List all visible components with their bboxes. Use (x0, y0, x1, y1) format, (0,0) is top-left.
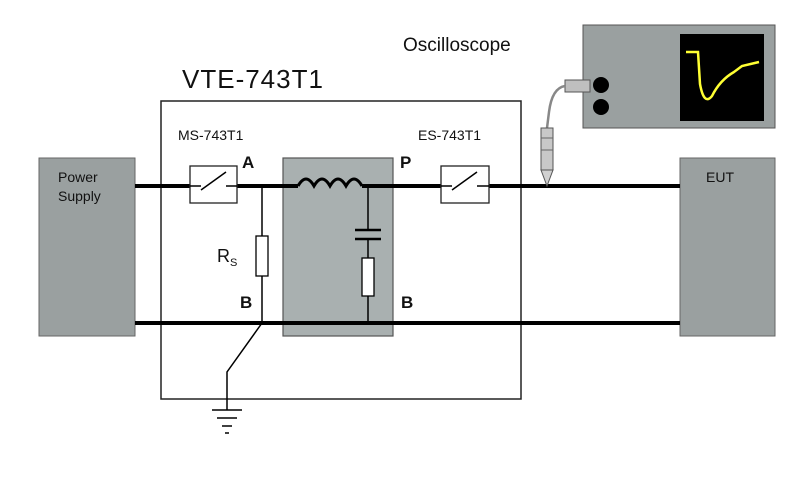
probe-tip (540, 169, 554, 188)
power-supply-label-line1: Power (58, 169, 98, 185)
probe-body (540, 127, 554, 171)
rs-subscript: S (230, 257, 237, 269)
filter-resistor (361, 257, 375, 297)
oscilloscope-trace (686, 50, 760, 101)
switch-ms-label: MS-743T1 (178, 127, 244, 143)
switch-ms-body (189, 165, 238, 204)
node-p-label: P (400, 153, 411, 172)
inductor-coil (296, 177, 364, 190)
ground-wire (226, 322, 263, 410)
eut-box (679, 157, 776, 337)
probe-connector (564, 79, 591, 93)
power-supply-label-line2: Supply (58, 188, 101, 204)
node-b-right-label: B (401, 293, 413, 312)
diagram-title: VTE-743T1 (182, 64, 324, 94)
switch-es-blade (451, 171, 478, 191)
eut-label: EUT (706, 169, 734, 185)
oscilloscope-label: Oscilloscope (403, 35, 511, 56)
node-b-left-label: B (240, 293, 252, 312)
rs-symbol: R (217, 246, 230, 266)
power-supply-box (38, 157, 136, 337)
oscilloscope-input-jack-top (593, 77, 609, 93)
oscilloscope-input-jack-bottom (593, 99, 609, 115)
switch-ms-blade (200, 171, 227, 191)
node-a-label: A (242, 153, 254, 172)
probe-cable (545, 84, 566, 129)
rs-resistor (255, 235, 269, 277)
rs-label: RS (217, 246, 237, 269)
switch-es-body (440, 165, 490, 204)
switch-es-label: ES-743T1 (418, 127, 481, 143)
oscilloscope-screen (680, 34, 764, 121)
